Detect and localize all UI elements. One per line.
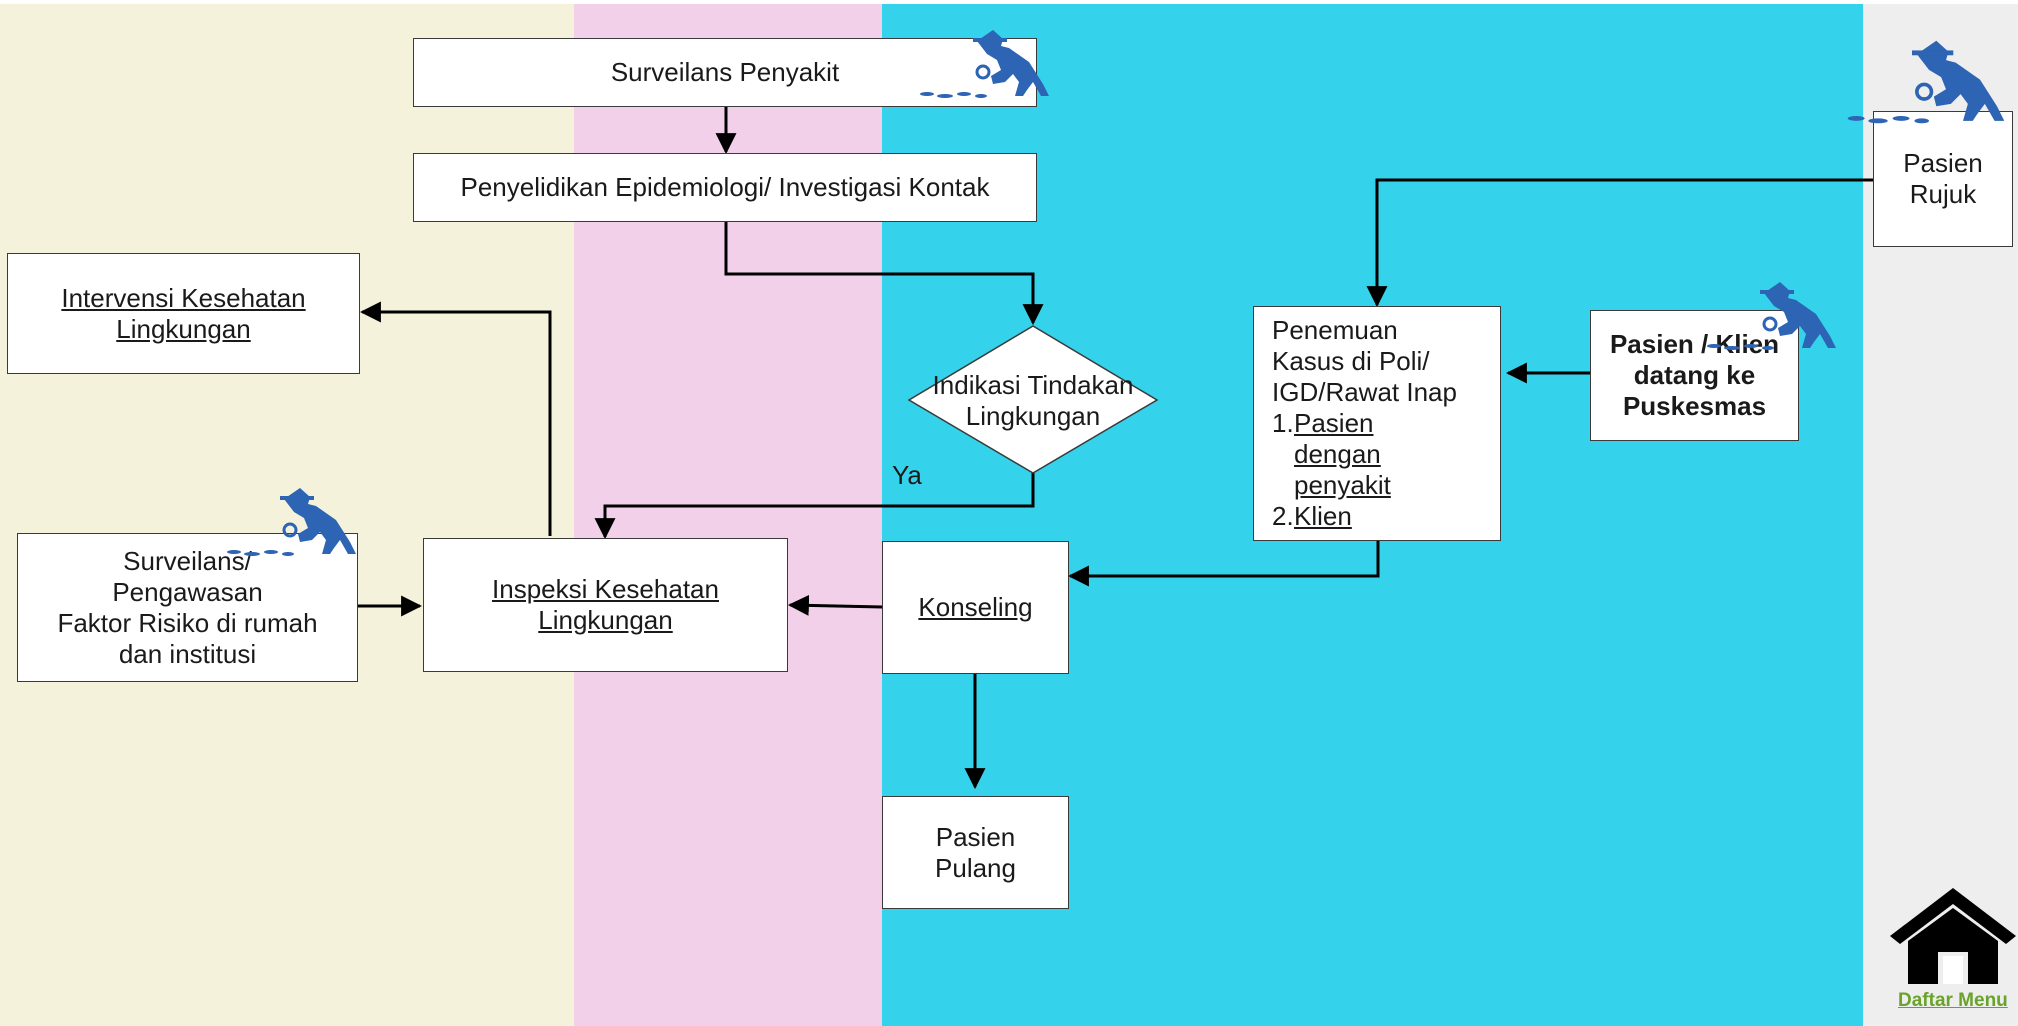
inspeksi-link-line2[interactable]: Lingkungan	[538, 605, 673, 635]
penyelidikan-label: Penyelidikan Epidemiologi/ Investigasi K…	[460, 172, 990, 202]
detective-icon	[227, 488, 356, 556]
surveilans-faktor-line3: Faktor Risiko di rumah	[57, 607, 318, 638]
penemuan-item1-link-line1[interactable]: Pasien	[1294, 408, 1374, 438]
penemuan-item1-link-line2[interactable]: dengan	[1294, 439, 1381, 469]
penemuan-box[interactable]: Penemuan Kasus di Poli/ IGD/Rawat Inap 1…	[1253, 306, 1501, 541]
pasien-pulang-line2: Pulang	[935, 852, 1016, 883]
arrow-konseling-to-inspeksi	[787, 594, 883, 616]
penemuan-line2: Kasus di Poli/	[1272, 346, 1430, 376]
inspeksi-link-line1[interactable]: Inspeksi Kesehatan	[492, 574, 719, 604]
penemuan-line1: Penemuan	[1272, 315, 1398, 345]
arrow-decision-to-inspeksi	[594, 473, 1035, 540]
inspeksi-box[interactable]: Inspeksi Kesehatan Lingkungan	[423, 538, 788, 672]
arrow-rujuk-to-penemuan	[1366, 178, 1873, 308]
penyelidikan-box[interactable]: Penyelidikan Epidemiologi/ Investigasi K…	[413, 153, 1037, 222]
detective-icon	[1847, 40, 2005, 124]
arrow-penemuan-to-konseling	[1067, 541, 1380, 587]
pasien-rujuk-box[interactable]: Pasien Rujuk	[1873, 111, 2013, 247]
surveilans-penyakit-label: Surveilans Penyakit	[610, 57, 840, 87]
penemuan-line3: IGD/Rawat Inap	[1272, 377, 1457, 407]
detective-icon	[1707, 282, 1836, 350]
pasien-klien-box[interactable]: Pasien / Klien datang ke Puskesmas	[1590, 310, 1799, 441]
daftar-menu-link[interactable]: Daftar Menu	[1898, 990, 2008, 1011]
konseling-link[interactable]: Konseling	[918, 592, 1033, 622]
pasien-pulang-box[interactable]: Pasien Pulang	[882, 796, 1069, 909]
arrow-penyelidikan-to-decision	[724, 222, 1044, 326]
intervensi-box[interactable]: Intervensi Kesehatan Lingkungan	[7, 253, 360, 374]
surveilans-penyakit-box[interactable]: Surveilans Penyakit	[413, 38, 1037, 107]
decision-label-line2: Lingkungan	[965, 401, 1101, 431]
intervensi-link-line2[interactable]: Lingkungan	[116, 313, 251, 344]
pasien-rujuk-line2: Rujuk	[1909, 179, 1977, 209]
house-icon[interactable]	[1888, 886, 2018, 986]
penemuan-item1-number: 1.	[1272, 408, 1294, 438]
decision-label: Indikasi Tindakan Lingkungan	[909, 370, 1157, 432]
surveilans-faktor-line4: dan institusi	[118, 638, 257, 669]
decision-yes-label: Ya	[892, 460, 922, 490]
pasien-klien-line3: Puskesmas	[1622, 391, 1767, 421]
detective-icon	[920, 30, 1049, 98]
pasien-rujuk-line1: Pasien	[1903, 148, 1983, 178]
konseling-box[interactable]: Konseling	[882, 541, 1069, 674]
arrow-inspeksi-to-intervensi	[359, 301, 552, 536]
decision-label-line1: Indikasi Tindakan	[932, 370, 1134, 400]
decision-diamond	[907, 325, 1159, 474]
penemuan-item1-link-line3[interactable]: penyakit	[1294, 470, 1391, 500]
intervensi-link-line1[interactable]: Intervensi Kesehatan	[61, 282, 306, 313]
penemuan-item2-link[interactable]: Klien	[1294, 501, 1352, 531]
pasien-klien-line2: datang ke	[1633, 360, 1756, 390]
pasien-klien-line1: Pasien / Klien	[1609, 329, 1780, 359]
penemuan-item2-number: 2.	[1272, 501, 1294, 531]
pasien-pulang-line1: Pasien	[935, 821, 1016, 852]
surveilans-faktor-line2: Pengawasan	[112, 576, 263, 607]
